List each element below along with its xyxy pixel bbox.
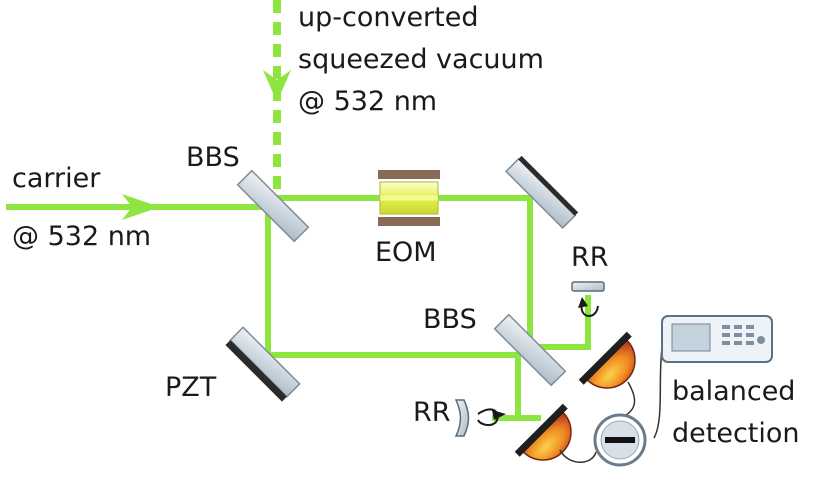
squeezed-vacuum-label-line2: squeezed vacuum [298, 44, 544, 75]
carrier-label-line2: @ 532 nm [12, 221, 152, 252]
pzt-mirror [225, 326, 301, 402]
retro-reflector-bottom [454, 399, 506, 437]
beam-splitter-bottom [493, 313, 567, 387]
bbs-top-label: BBS [186, 142, 240, 173]
eom [378, 170, 440, 226]
mirror-top-right [504, 155, 579, 230]
squeezed-vacuum-beam [263, 0, 291, 192]
squeezed-vacuum-label-line1: up-converted [298, 2, 479, 33]
balanced-detection-label-line2: detection [672, 418, 800, 449]
carrier-label-line1: carrier [12, 163, 101, 194]
retro-reflector-top [571, 281, 605, 317]
rr-top-label: RR [571, 242, 609, 273]
squeezed-vacuum-label-line3: @ 532 nm [298, 86, 438, 117]
subtraction-circuit [593, 413, 647, 467]
carrier-beam [6, 194, 268, 220]
eom-label: EOM [375, 237, 437, 268]
pzt-label: PZT [165, 372, 217, 403]
balanced-detection-label-line1: balanced [672, 376, 796, 407]
photodetector-upper [578, 331, 636, 389]
beam-splitter-top [236, 169, 310, 243]
rr-bottom-label: RR [413, 397, 451, 428]
spectrum-analyzer [661, 315, 773, 363]
bbs-bottom-label: BBS [423, 304, 477, 335]
photodetector-lower [514, 403, 572, 461]
